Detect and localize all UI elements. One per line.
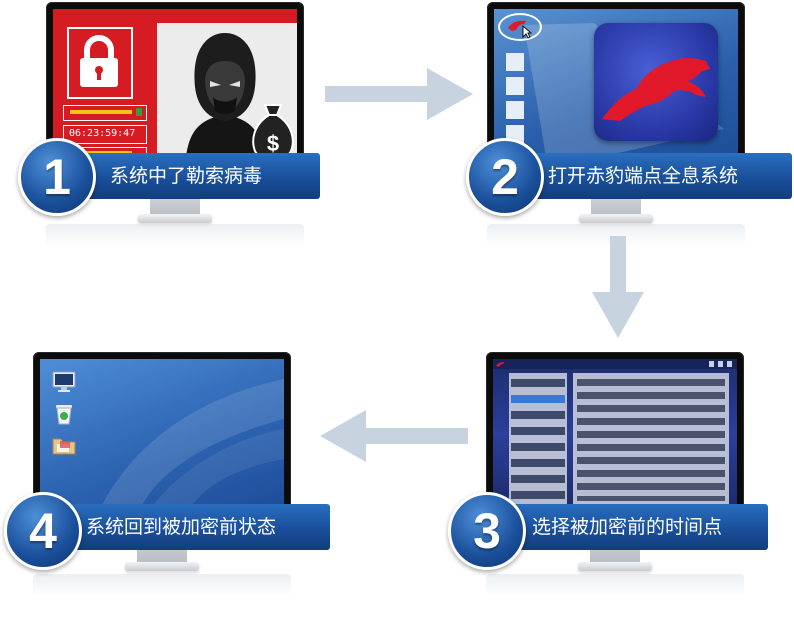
step-3-label: 选择被加密前的时间点 — [532, 516, 723, 538]
step-1-label: 系统中了勒索病毒 — [110, 165, 263, 187]
padlock-icon — [80, 35, 118, 87]
restored-desktop-screen — [40, 359, 284, 509]
panther-shortcut-icon[interactable] — [498, 13, 542, 41]
restore-point-screen — [493, 359, 737, 509]
desktop-icon-tile-1 — [506, 53, 524, 71]
app-titlebar-logo — [496, 362, 504, 367]
step-3: 选择被加密前的时间点 3 — [440, 350, 794, 622]
step-4-label: 系统回到被加密前状态 — [86, 516, 277, 538]
progress-panel — [63, 105, 147, 121]
desktop-screen-2 — [494, 9, 738, 175]
desktop-wave — [100, 379, 284, 509]
monitor-4 — [33, 352, 291, 597]
desktop-icon-tile-3 — [506, 101, 524, 119]
app-window-controls — [709, 361, 733, 367]
computer-icon[interactable] — [52, 371, 76, 393]
panther-logo-icon — [602, 58, 710, 121]
step-4: 系统回到被加密前状态 4 — [0, 350, 340, 622]
step-3-badge: 3 — [448, 492, 526, 570]
step-1-badge: 1 — [18, 138, 96, 216]
money-bag-icon: $ — [252, 104, 294, 160]
folder-icon[interactable] — [52, 435, 76, 455]
small-panther-icon — [508, 20, 526, 31]
step-1-number: 1 — [43, 149, 71, 205]
step-3-number: 3 — [473, 503, 501, 559]
step-2-number: 2 — [491, 149, 519, 205]
recycle-bin-icon[interactable] — [54, 403, 74, 425]
app-titlebar — [493, 359, 737, 369]
step-2: 打开赤豹端点全息系统 2 — [460, 0, 794, 250]
arrow-left — [320, 410, 468, 462]
step-2-label: 打开赤豹端点全息系统 — [548, 165, 739, 187]
arrow-down — [592, 236, 644, 338]
cursor-icon — [522, 25, 532, 39]
step-2-badge: 2 — [466, 138, 544, 216]
lock-panel — [67, 27, 133, 99]
desktop-icon-tile-2 — [506, 77, 524, 95]
monitor-2 — [487, 2, 745, 247]
time-point-selected[interactable] — [511, 395, 565, 403]
monitor-3 — [486, 352, 744, 597]
step-4-badge: 4 — [4, 492, 82, 570]
file-table-rows — [577, 379, 725, 501]
step-4-number: 4 — [29, 503, 57, 559]
arrow-right — [325, 68, 473, 120]
svg-text:$: $ — [267, 131, 279, 156]
timer-panel: 06:23:59:47 — [63, 125, 147, 144]
step-1: 06:23:59:47 $ — [0, 0, 330, 250]
countdown-timer: 06:23:59:47 — [69, 128, 136, 139]
